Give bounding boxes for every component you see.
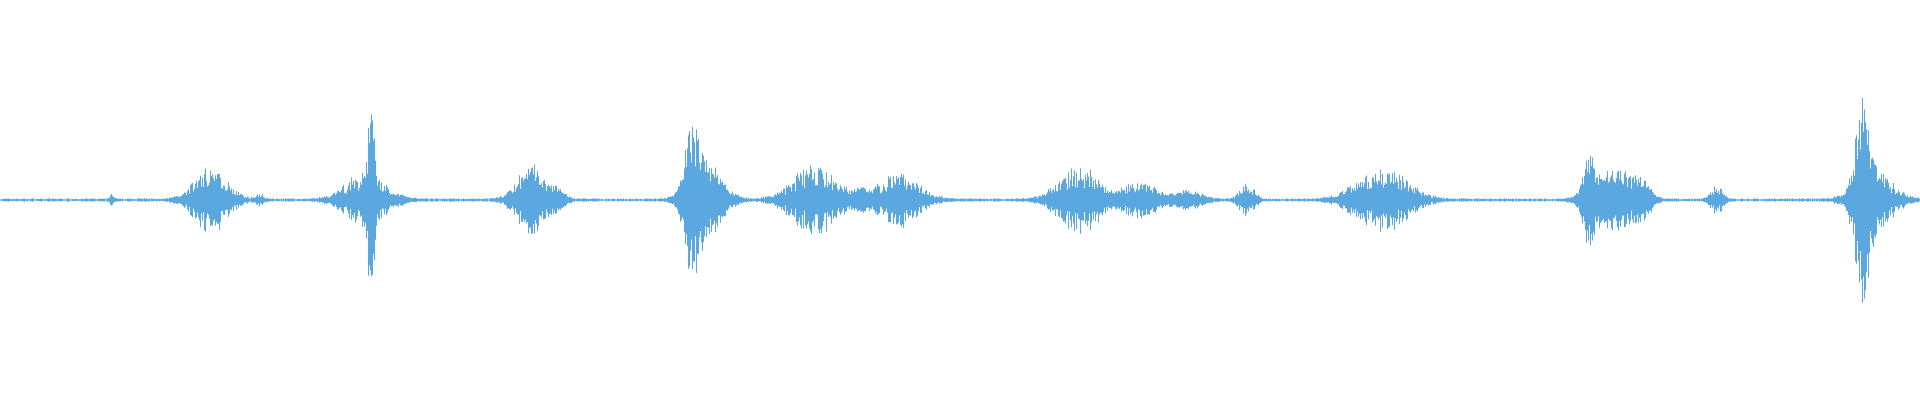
waveform-peaks bbox=[0, 97, 1920, 303]
